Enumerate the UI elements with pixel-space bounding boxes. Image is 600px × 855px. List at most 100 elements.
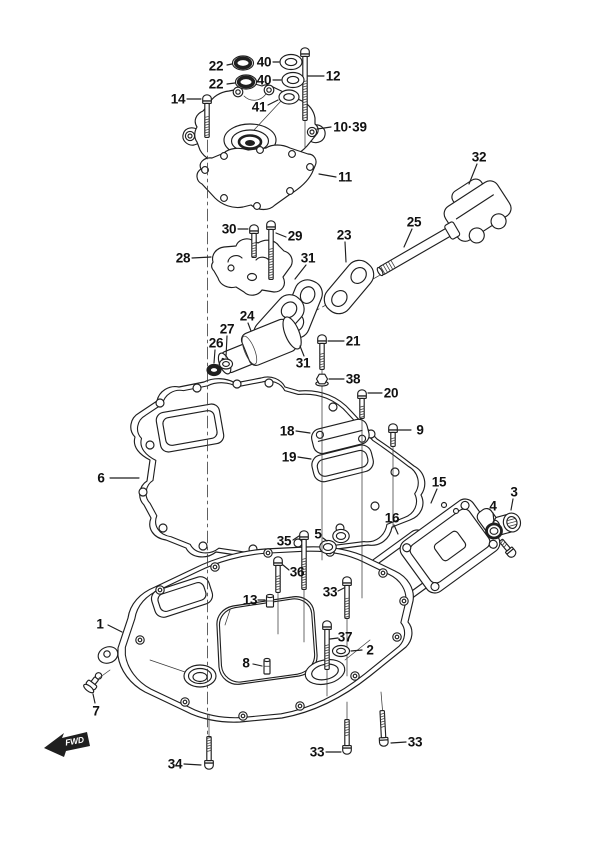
- washer-2: [331, 644, 351, 658]
- bolt-30: [249, 224, 259, 258]
- leader-line-5: [322, 537, 328, 542]
- bracket-32: [443, 178, 512, 244]
- callout-40: 40: [257, 55, 272, 70]
- callout-21: 21: [346, 334, 361, 349]
- leader-line-41: [267, 99, 279, 106]
- pin-13: [265, 593, 275, 608]
- callout-38: 38: [346, 372, 361, 387]
- callout-28: 28: [176, 251, 191, 266]
- bolt-9: [388, 423, 398, 447]
- leader-line-35: [292, 535, 300, 541]
- leader-line-37: [329, 637, 339, 640]
- callout-11: 11: [338, 170, 353, 185]
- bolt-17: [499, 538, 517, 558]
- callout-4: 4: [489, 499, 497, 514]
- callout-12: 12: [326, 69, 341, 84]
- callout-32: 32: [472, 150, 487, 165]
- leader-line-24: [247, 322, 252, 332]
- callout-1: 1: [96, 617, 104, 632]
- callout-31: 31: [296, 356, 311, 371]
- callout-8: 8: [242, 656, 250, 671]
- washer-40: [279, 53, 303, 71]
- callout-35: 35: [277, 534, 292, 549]
- callout-31: 31: [301, 251, 316, 266]
- leader-line-25: [403, 228, 413, 248]
- leader-line-1: [107, 624, 123, 633]
- rod-25: [376, 221, 461, 277]
- callout-9: 9: [416, 423, 423, 438]
- callout-22: 22: [209, 77, 224, 92]
- leader-line-10·39: [316, 126, 332, 130]
- bolt-21: [317, 334, 327, 370]
- bolt-29: [266, 220, 276, 280]
- callout-7: 7: [92, 704, 99, 719]
- callout-29: 29: [288, 229, 303, 244]
- callout-30: 30: [222, 222, 237, 237]
- callout-3: 3: [510, 485, 518, 500]
- leader-line-32: [468, 163, 478, 185]
- leader-line-28: [191, 256, 212, 259]
- leader-line-22: [226, 63, 233, 66]
- base-gasket-6: [130, 376, 426, 563]
- callout-16: 16: [385, 511, 400, 526]
- callout-6: 6: [97, 471, 105, 486]
- side-cover-15: [399, 498, 502, 594]
- callout-19: 19: [282, 450, 297, 465]
- hardware-layer: [202, 47, 517, 770]
- washer-4: [485, 522, 503, 540]
- leader-line-27: [225, 335, 228, 358]
- callout-24: 24: [240, 309, 255, 324]
- anode-cover-18: [311, 418, 370, 455]
- leader-line-7: [92, 693, 96, 704]
- bolt-36: [273, 556, 283, 593]
- callout-20: 20: [384, 386, 399, 401]
- leader-line-33: [337, 587, 345, 592]
- bolt-20: [357, 389, 367, 419]
- washer-41: [278, 89, 300, 105]
- bushing-24: [217, 316, 302, 375]
- leader-line-34: [183, 763, 202, 766]
- callout-22: 22: [209, 59, 224, 74]
- callout-33: 33: [408, 735, 423, 750]
- leader-line-4: [492, 512, 495, 523]
- leader-line-23: [344, 241, 347, 263]
- callout-18: 18: [280, 424, 295, 439]
- callout-13: 13: [243, 593, 258, 608]
- bolt-33: [342, 719, 352, 755]
- callout-36: 36: [290, 565, 305, 580]
- callout-26: 26: [209, 336, 224, 351]
- bolt-33: [378, 710, 389, 747]
- bolt-35: [299, 530, 309, 590]
- bolt-14: [202, 94, 212, 138]
- leader-line-16: [393, 524, 399, 535]
- leader-line-15: [430, 488, 438, 504]
- leader-line-31: [299, 345, 305, 357]
- pin-8: [263, 657, 271, 675]
- callout-10·39: 10·39: [333, 120, 367, 135]
- leader-line-2: [350, 649, 363, 652]
- leader-line-19: [297, 456, 312, 460]
- engine-holder-body-1: [97, 546, 414, 723]
- leader-line-22: [226, 82, 236, 85]
- leader-line-33: [390, 741, 407, 744]
- leader-line-18: [295, 430, 311, 434]
- seal-22: [234, 74, 258, 90]
- anode-gasket-19: [311, 444, 374, 483]
- leader-line-8: [252, 663, 263, 667]
- callout-25: 25: [407, 215, 422, 230]
- callout-27: 27: [220, 322, 235, 337]
- washer-40: [281, 71, 305, 89]
- callout-15: 15: [432, 475, 447, 490]
- grease-fitting-7: [83, 672, 103, 694]
- callout-5: 5: [314, 527, 322, 542]
- cover-gasket-11: [196, 144, 317, 211]
- leader-line-29: [275, 232, 287, 238]
- washer-27: [218, 358, 234, 370]
- callout-41: 41: [252, 100, 267, 115]
- leader-line-11: [318, 173, 337, 178]
- callout-40: 40: [257, 73, 272, 88]
- callout-2: 2: [366, 643, 373, 658]
- fwd-label: FWD: [64, 734, 84, 747]
